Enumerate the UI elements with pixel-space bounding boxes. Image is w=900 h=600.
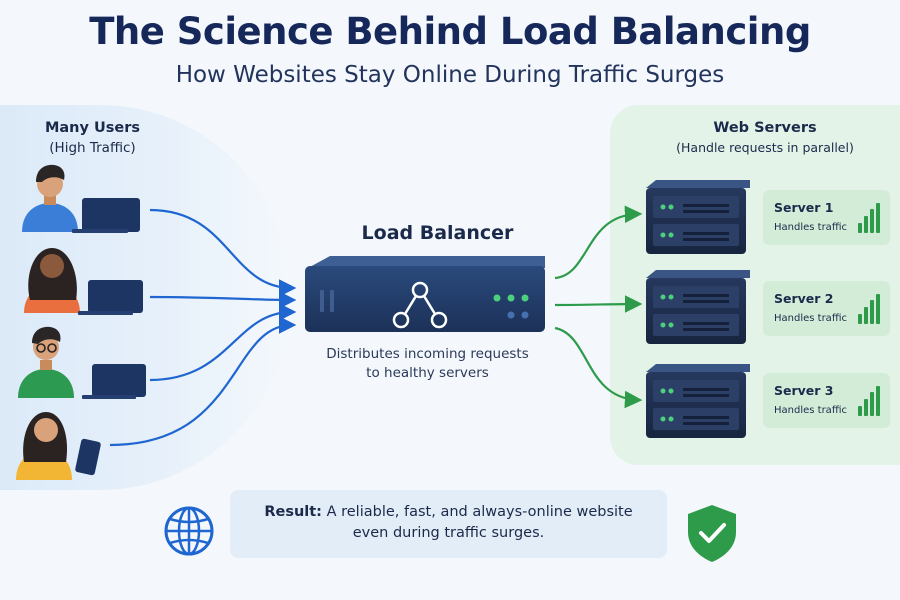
server-note: Handles traffic: [774, 405, 847, 416]
incoming-arrow-1: [149, 208, 297, 297]
page-subtitle: How Websites Stay Online During Traffic …: [175, 62, 725, 88]
page-title: The Science Behind Load Balancing: [89, 10, 811, 53]
result-label: Result:: [264, 504, 322, 520]
globe-icon: [164, 506, 214, 556]
incoming-arrow-3: [149, 303, 297, 382]
signal-bars-icon: [858, 203, 880, 233]
incoming-arrow-4: [109, 316, 297, 447]
server-name: Server 3: [774, 383, 834, 398]
incoming-arrow-2: [149, 291, 297, 309]
server-note: Handles traffic: [774, 313, 847, 324]
result-line1: A reliable, fast, and always-online webs…: [326, 504, 633, 520]
server-1-rack: [646, 180, 750, 254]
server-card-1: Server 1 Handles traffic: [763, 190, 890, 245]
result-box: Result: A reliable, fast, and always-onl…: [230, 490, 667, 558]
outgoing-arrow-3: [554, 326, 643, 409]
outgoing-arrow-1: [554, 205, 643, 280]
outgoing-arrow-2: [554, 295, 643, 313]
signal-bars-icon: [858, 294, 880, 324]
result-text: Result: A reliable, fast, and always-onl…: [230, 502, 667, 544]
user-2-illustration: [24, 248, 143, 315]
server-note: Handles traffic: [774, 222, 847, 233]
servers-title: Web Servers: [713, 120, 817, 136]
server-3-rack: [646, 364, 750, 438]
server-name: Server 1: [774, 200, 834, 215]
load-balancer-description-line1: Distributes incoming requests: [326, 346, 529, 362]
user-1-illustration: [22, 164, 140, 233]
users-heading: Many Users (High Traffic): [30, 118, 155, 158]
shield-check-icon: [688, 505, 736, 562]
load-balancer-description: Distributes incoming requests to healthy…: [305, 345, 550, 383]
server-2-rack: [646, 270, 750, 344]
signal-bars-icon: [858, 386, 880, 416]
user-4-illustration: [16, 412, 101, 480]
users-subtitle: (High Traffic): [49, 140, 136, 156]
result-line2: even during traffic surges.: [352, 525, 545, 541]
server-name: Server 2: [774, 291, 834, 306]
users-title: Many Users: [44, 120, 141, 136]
load-balancer-device: [305, 256, 545, 332]
user-3-illustration: [18, 326, 146, 399]
servers-subtitle: (Handle requests in parallel): [676, 140, 854, 155]
load-balancer-title: Load Balancer: [361, 222, 514, 244]
servers-heading: Web Servers (Handle requests in parallel…: [655, 118, 875, 158]
load-balancer-description-line2: to healthy servers: [366, 365, 489, 381]
server-card-3: Server 3 Handles traffic: [763, 373, 890, 428]
server-card-2: Server 2 Handles traffic: [763, 281, 890, 336]
